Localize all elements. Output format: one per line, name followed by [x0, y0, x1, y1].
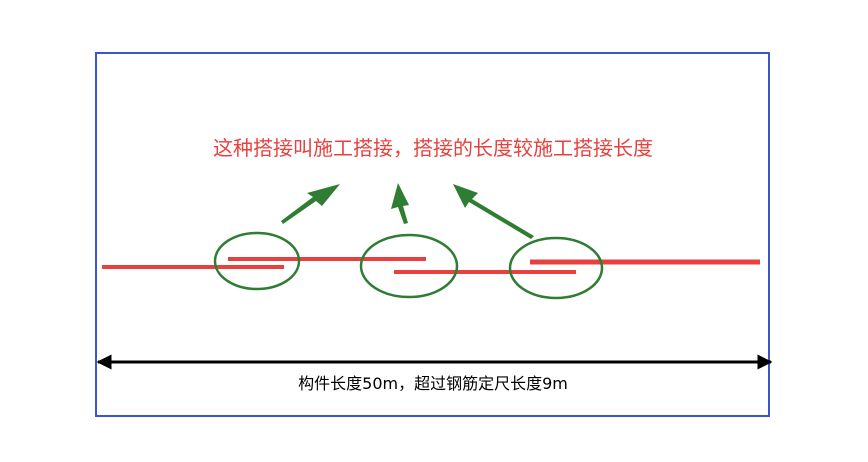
- pointer-arrow-2: [391, 183, 409, 224]
- pointer-arrows: [281, 183, 534, 239]
- pointer-arrow-3: [453, 184, 534, 239]
- diagram-frame: [95, 52, 770, 417]
- pointer-arrow-1: [281, 184, 340, 224]
- length-caption: 构件长度50m，超过钢筋定尺长度9m: [298, 374, 568, 393]
- lap-highlight-ellipse-2: [359, 233, 459, 299]
- rebar-layout: [102, 257, 760, 274]
- lap-explanation-text: 这种搭接叫施工搭接，搭接的长度较施工搭接长度: [213, 136, 653, 160]
- lap-highlight-ellipse-3: [508, 236, 604, 300]
- lap-highlights: [213, 231, 604, 300]
- lap-highlight-ellipse-1: [213, 231, 301, 291]
